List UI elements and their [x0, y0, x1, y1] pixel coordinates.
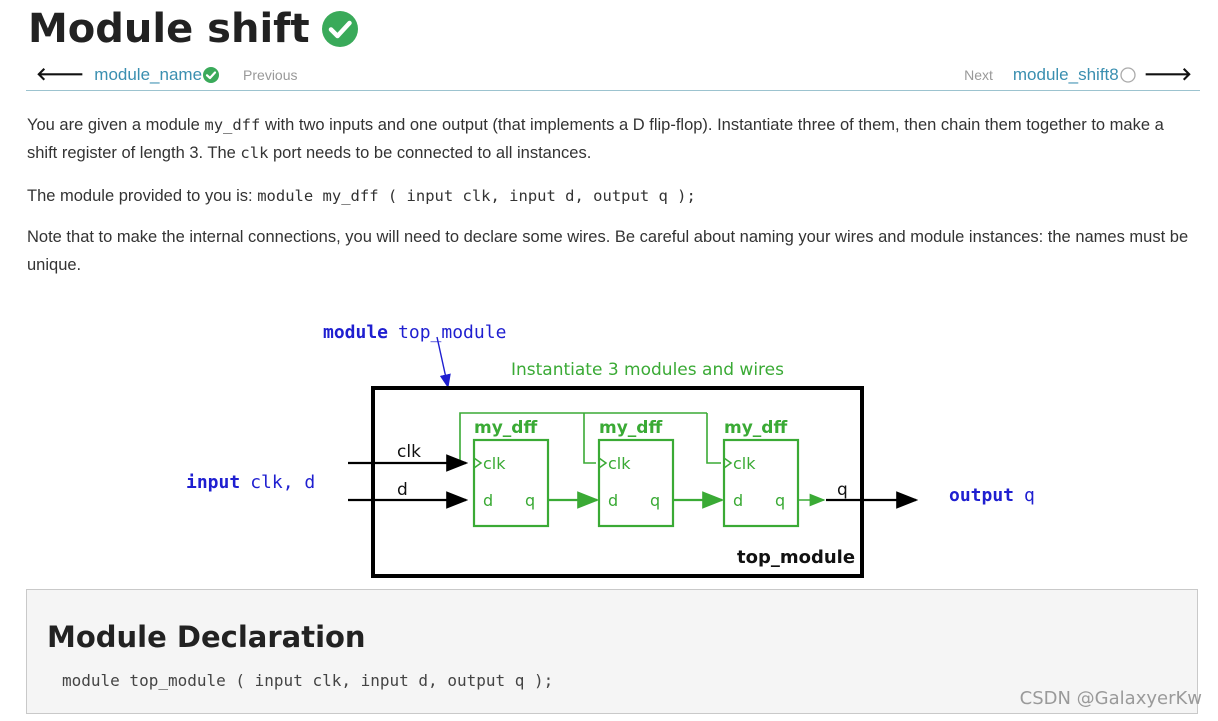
wire-d-label: d: [397, 480, 408, 500]
svg-text:d: d: [483, 491, 493, 510]
inline-code: module my_dff ( input clk, input d, outp…: [257, 187, 696, 205]
svg-text:clk: clk: [733, 454, 756, 473]
svg-text:q: q: [650, 491, 660, 510]
dff-2: my_dff clk d q: [597, 418, 675, 528]
top-module-box: [371, 386, 864, 578]
nav-next: Next module_shift8 🡒: [964, 64, 1192, 85]
nav-prev: 🡐 module_name Previous: [36, 64, 298, 85]
inline-code: my_dff: [204, 116, 261, 134]
solved-check-icon-small: [203, 66, 220, 83]
pointer-arrow: [436, 336, 451, 389]
svg-text:d: d: [733, 491, 743, 510]
caption: Instantiate 3 modules and wires: [511, 360, 784, 380]
svg-text:d: d: [608, 491, 618, 510]
unsolved-circle-icon: [1120, 66, 1136, 83]
next-label[interactable]: Next: [964, 66, 993, 83]
next-problem-link[interactable]: module_shift8: [1012, 64, 1119, 84]
text: port needs to be connected to all instan…: [268, 144, 592, 162]
page-title: Module shift: [28, 6, 310, 52]
svg-text:clk: clk: [608, 454, 631, 473]
svg-text:clk: clk: [483, 454, 506, 473]
intro-paragraph-1: You are given a module my_dff with two i…: [27, 111, 1197, 167]
intro-paragraph-3: Note that to make the internal connectio…: [27, 228, 1189, 274]
arrow-left-icon[interactable]: 🡐: [36, 64, 85, 84]
wire-clk-label: clk: [397, 442, 421, 462]
problem-navigation: 🡐 module_name Previous Next module_shift…: [26, 62, 1200, 91]
svg-text:my_dff: my_dff: [599, 418, 662, 438]
declaration-heading: Module Declaration: [47, 620, 366, 654]
text: with two inputs and one output (that imp…: [27, 116, 1164, 162]
dff-3: my_dff clk d q: [722, 418, 800, 528]
svg-text:q: q: [775, 491, 785, 510]
top-module-box-label: top_module: [737, 547, 855, 568]
solved-check-icon: [321, 11, 358, 47]
prev-problem-link[interactable]: module_name: [94, 64, 203, 84]
title-row: Module shift: [28, 4, 358, 54]
inline-code: clk: [240, 144, 269, 162]
svg-text:my_dff: my_dff: [724, 418, 787, 438]
module-declaration-box: Module Declaration module top_module ( i…: [26, 589, 1198, 714]
text: The module provided to you is:: [27, 187, 258, 205]
watermark: CSDN @GalaxyerKw: [1019, 688, 1202, 709]
text: You are given a module: [27, 116, 205, 134]
intro-paragraph-2: The module provided to you is: module my…: [27, 182, 1197, 210]
svg-text:my_dff: my_dff: [474, 418, 537, 438]
arrow-right-icon[interactable]: 🡒: [1143, 64, 1192, 84]
svg-text:q: q: [525, 491, 535, 510]
dff-1: my_dff clk d q: [472, 418, 550, 528]
wire-q-label: q: [837, 480, 848, 500]
prev-label[interactable]: Previous: [243, 66, 298, 83]
declaration-code: module top_module ( input clk, input d, …: [62, 671, 554, 690]
